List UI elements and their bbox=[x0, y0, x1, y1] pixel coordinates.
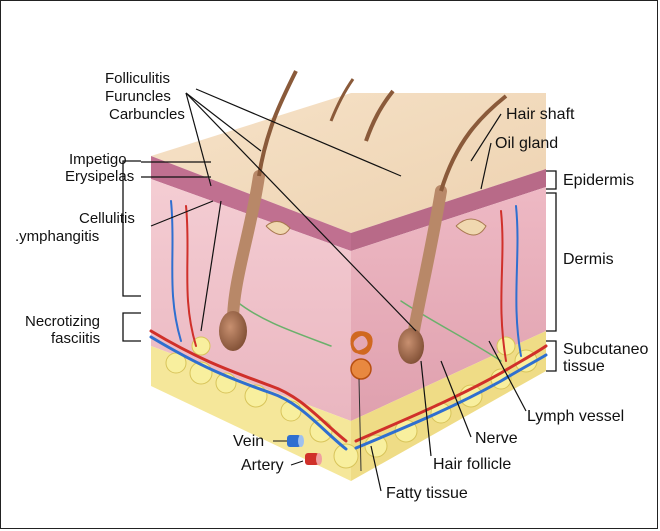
label-carbuncles: Carbuncles bbox=[109, 106, 185, 123]
label-necrotizing: Necrotizing bbox=[25, 313, 100, 330]
label-subcutaneous-line2: tissue bbox=[563, 358, 605, 375]
label-subcutaneous-line1: Subcutaneo bbox=[563, 341, 649, 358]
label-fasciitis: fasciitis bbox=[51, 330, 100, 347]
brackets-right bbox=[546, 171, 556, 371]
label-fatty-tissue: Fatty tissue bbox=[386, 485, 468, 502]
label-lymph-vessel: Lymph vessel bbox=[527, 408, 624, 425]
label-folliculitis: Folliculitis bbox=[105, 70, 170, 87]
label-furuncles: Furuncles bbox=[105, 88, 171, 105]
label-epidermis: Epidermis bbox=[563, 172, 634, 189]
label-impetigo: Impetigo bbox=[69, 151, 127, 168]
label-cellulitis: Cellulitis bbox=[79, 210, 135, 227]
label-hair-follicle: Hair follicle bbox=[433, 456, 511, 473]
label-dermis: Dermis bbox=[563, 251, 614, 268]
label-lymphangitis: .ymphangitis bbox=[15, 228, 99, 245]
artery-icon bbox=[291, 453, 322, 465]
label-hair-shaft: Hair shaft bbox=[506, 106, 575, 123]
label-oil-gland: Oil gland bbox=[495, 135, 558, 152]
brackets-left bbox=[123, 161, 141, 341]
label-erysipelas: Erysipelas bbox=[65, 168, 134, 185]
label-artery: Artery bbox=[241, 457, 284, 474]
label-nerve: Nerve bbox=[475, 430, 518, 447]
label-vein: Vein bbox=[233, 433, 264, 450]
